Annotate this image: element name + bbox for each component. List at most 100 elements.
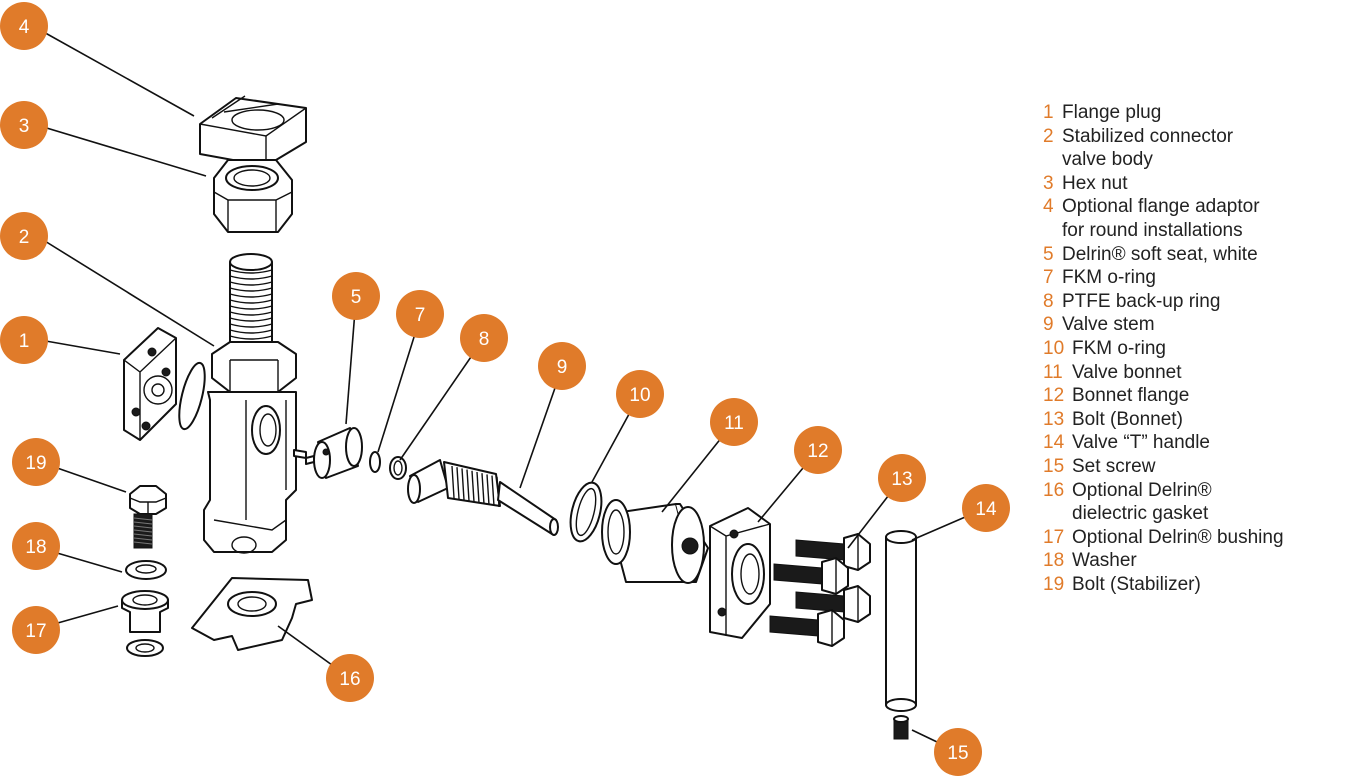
legend-item: 13 Bolt (Bonnet) (1043, 408, 1343, 432)
legend-item: 19 Bolt (Stabilizer) (1043, 573, 1343, 597)
legend-number: 5 (1043, 243, 1054, 265)
callout-number: 16 (339, 669, 360, 690)
legend-number: 19 (1043, 573, 1065, 595)
legend-item: 11 Valve bonnet (1043, 361, 1343, 385)
part-flange-plug (123, 327, 206, 441)
callout-badge: 13 (878, 454, 926, 502)
legend-label: FKM o-ring (1072, 337, 1166, 359)
part-t-handle (885, 530, 917, 712)
callout-badge: 10 (616, 370, 664, 418)
legend-item: 18 Washer (1043, 549, 1343, 573)
part-ptfe-backup-ring (389, 456, 407, 480)
legend-item: 1 Flange plug (1043, 101, 1343, 125)
legend-label: Valve “T” handle (1072, 432, 1210, 454)
legend-number: 2 (1043, 125, 1054, 147)
legend-number: 7 (1043, 267, 1054, 289)
legend-item: 5 Delrin® soft seat, white (1043, 243, 1343, 267)
bonnet-bolt (795, 533, 871, 571)
legend-label: Flange plug (1062, 102, 1162, 123)
part-washer (125, 560, 167, 580)
legend-label: Valve stem (1062, 314, 1155, 336)
callout-number: 17 (25, 621, 46, 642)
part-bolt-stabilizer (129, 485, 167, 549)
legend-number: 15 (1043, 455, 1065, 477)
callout-number: 18 (25, 537, 46, 558)
callout-badge: 16 (326, 654, 374, 702)
callout-number: 1 (19, 331, 30, 352)
callout-number: 11 (724, 413, 744, 434)
legend-number: 11 (1043, 361, 1063, 383)
legend-label: PTFE back-up ring (1062, 290, 1221, 312)
legend-number: 1 (1043, 102, 1054, 123)
callout-number: 5 (351, 287, 362, 308)
legend-label: Optional flange adaptor for round instal… (1062, 196, 1260, 241)
legend-label: Delrin® soft seat, white (1062, 243, 1258, 265)
legend-number: 9 (1043, 314, 1054, 336)
part-bonnet-bolts (769, 533, 871, 647)
callout-number: 9 (557, 357, 568, 378)
callout-number: 10 (629, 385, 650, 406)
callout-badge: 7 (396, 290, 444, 338)
callout-number: 13 (891, 469, 912, 490)
callout-badge: 8 (460, 314, 508, 362)
legend-number: 10 (1043, 337, 1065, 359)
legend-number: 16 (1043, 479, 1065, 501)
callout-badge: 18 (12, 522, 60, 570)
callout-badge: 1 (0, 316, 48, 364)
part-valve-bonnet (601, 499, 709, 584)
legend-label: Washer (1072, 550, 1137, 572)
callout-number: 4 (19, 17, 30, 38)
callout-badge: 11 (710, 398, 758, 446)
legend-number: 3 (1043, 172, 1054, 194)
legend-item: 16 Optional Delrin® dielectric gasket (1043, 479, 1343, 526)
legend-number: 17 (1043, 526, 1065, 548)
callout-number: 2 (19, 227, 30, 248)
callout-number: 19 (25, 453, 46, 474)
legend-label: Set screw (1072, 455, 1156, 477)
callout-badge: 14 (962, 484, 1010, 532)
legend-label: Bolt (Bonnet) (1072, 408, 1183, 430)
legend-number: 12 (1043, 385, 1065, 407)
callout-badge: 5 (332, 272, 380, 320)
bonnet-bolt (773, 557, 849, 595)
legend-number: 13 (1043, 408, 1065, 430)
part-set-screw (893, 715, 909, 740)
part-fkm-o-ring-large (569, 481, 603, 543)
legend-number: 4 (1043, 196, 1054, 218)
legend-item: 15 Set screw (1043, 455, 1343, 479)
legend-label: Bolt (Stabilizer) (1072, 573, 1201, 595)
legend-label: Optional Delrin® dielectric gasket (1072, 479, 1212, 525)
callout-badge: 12 (794, 426, 842, 474)
part-bonnet-flange (709, 507, 771, 639)
legend-number: 8 (1043, 290, 1054, 312)
part-dielectric-gasket (191, 577, 313, 651)
bonnet-bolt (795, 585, 871, 623)
part-delrin-bushing (121, 590, 169, 657)
callout-badge: 3 (0, 101, 48, 149)
legend-label: Optional Delrin® bushing (1072, 526, 1284, 548)
legend-item: 9 Valve stem (1043, 313, 1343, 337)
legend-label: Hex nut (1062, 172, 1128, 194)
callout-badges: 4 3 2 1 19 18 17 16 5 7 8 9 10 11 12 13 14 15 (0, 2, 1010, 776)
callout-badge: 15 (934, 728, 982, 776)
callout-number: 8 (479, 329, 490, 350)
part-valve-stem (407, 459, 559, 536)
callout-number: 7 (415, 305, 426, 326)
legend-label: Valve bonnet (1072, 361, 1182, 383)
callout-badge: 19 (12, 438, 60, 486)
callout-badge: 4 (0, 2, 48, 50)
bonnet-bolt (769, 609, 845, 647)
legend-number: 18 (1043, 550, 1065, 572)
legend-item: 4 Optional flange adaptor for round insta… (1043, 195, 1343, 242)
legend-item: 10 FKM o-ring (1043, 337, 1343, 361)
leader-lines (39, 29, 987, 753)
callout-number: 14 (975, 499, 997, 520)
callout-number: 3 (19, 116, 30, 137)
callout-badge: 9 (538, 342, 586, 390)
